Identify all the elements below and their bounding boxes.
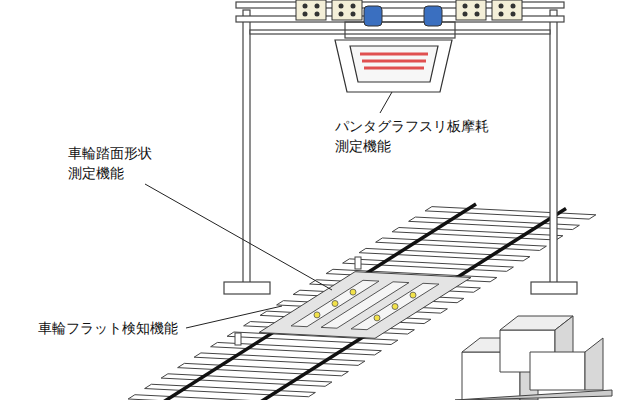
sensor-dot xyxy=(314,312,320,318)
sleeper xyxy=(161,374,332,386)
railway-track xyxy=(112,204,596,400)
pantograph-hood xyxy=(335,40,452,92)
sleeper xyxy=(376,238,547,250)
pantograph-label: パンタグラフスリ板摩耗 測定機能 xyxy=(335,116,497,156)
sleeper xyxy=(178,363,349,375)
gantry-post xyxy=(550,10,557,286)
leader-line xyxy=(380,92,392,113)
leader-line xyxy=(145,184,332,290)
sleeper xyxy=(425,207,596,219)
light-unit xyxy=(456,0,486,20)
light-dots xyxy=(303,4,516,17)
post-foot xyxy=(224,282,270,294)
rail xyxy=(230,208,566,400)
camera xyxy=(364,6,382,26)
sensor-bar xyxy=(351,283,439,329)
hood-outline xyxy=(335,40,452,92)
sleeper xyxy=(359,248,530,260)
wheel-flat-label: 車輪フラット検知機能 xyxy=(38,318,178,338)
sensor-post xyxy=(355,257,361,269)
wheel-sensor-unit xyxy=(235,257,471,345)
sensor-dot xyxy=(332,301,338,307)
hood-inner xyxy=(350,46,438,82)
gantry xyxy=(224,2,577,294)
sensor-dot xyxy=(350,289,356,295)
slider-stripes xyxy=(360,54,428,68)
sensor-dot xyxy=(392,304,398,310)
sensor-post xyxy=(235,333,241,345)
sleeper xyxy=(194,353,365,365)
post-foot xyxy=(531,282,577,294)
sensor-dot xyxy=(374,315,380,321)
light-unit xyxy=(296,0,326,20)
leader-line xyxy=(186,306,282,328)
light-unit xyxy=(492,0,522,20)
camera xyxy=(424,6,442,26)
sleeper xyxy=(392,228,563,240)
equipment-cabinets xyxy=(455,316,612,400)
sleeper xyxy=(343,259,514,271)
sensors xyxy=(296,0,522,26)
sensor-dot xyxy=(410,292,416,298)
gantry-post xyxy=(243,10,250,286)
sleeper xyxy=(145,384,316,396)
sensor-plate xyxy=(259,272,471,339)
light-unit xyxy=(332,0,362,20)
wheel-profile-label: 車輪踏面形状 測定機能 xyxy=(68,143,160,183)
gantry-beam xyxy=(250,30,550,34)
